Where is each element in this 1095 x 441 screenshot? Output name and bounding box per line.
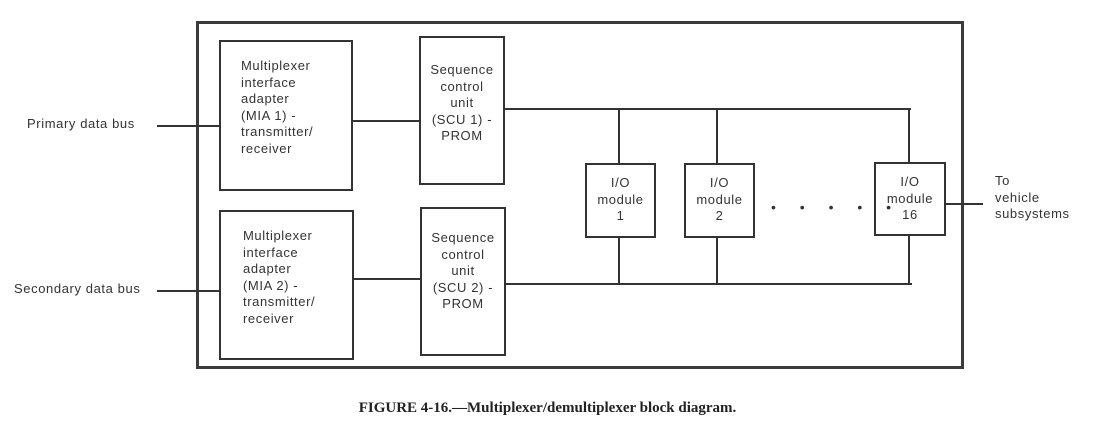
io16-upper-drop bbox=[908, 108, 910, 163]
mia2-label: Multiplexer interface adapter (MIA 2) - … bbox=[243, 228, 316, 326]
io16-lower-drop bbox=[908, 235, 910, 284]
mux-demux-enclosure bbox=[196, 21, 964, 369]
io-module-2-block bbox=[684, 163, 755, 238]
primary-bus-line bbox=[157, 125, 221, 127]
mia2-block bbox=[219, 210, 354, 360]
scu2-lower-bus bbox=[506, 283, 912, 285]
figure-caption: FIGURE 4-16.—Multiplexer/demultiplexer b… bbox=[358, 400, 737, 416]
io-module-2-label: I/O module 2 bbox=[696, 175, 743, 223]
secondary-data-bus-label: Secondary data bus bbox=[14, 281, 141, 296]
secondary-bus-line bbox=[157, 290, 221, 292]
scu1-label: Sequence control unit (SCU 1) - PROM bbox=[430, 62, 494, 143]
vehicle-subsystems-label: To vehicle subsystems bbox=[995, 173, 1070, 221]
io1-lower-drop bbox=[618, 237, 620, 284]
scu2-label: Sequence control unit (SCU 2) - PROM bbox=[431, 230, 495, 311]
mia1-block bbox=[219, 40, 353, 191]
primary-data-bus-label: Primary data bus bbox=[27, 116, 135, 131]
io-module-16-block bbox=[874, 162, 946, 236]
io2-lower-drop bbox=[716, 237, 718, 284]
io2-upper-drop bbox=[716, 108, 718, 164]
io-module-1-block bbox=[585, 163, 656, 238]
scu1-upper-bus bbox=[505, 108, 911, 110]
io-module-1-label: I/O module 1 bbox=[597, 175, 644, 223]
io1-upper-drop bbox=[618, 108, 620, 164]
io-modules-ellipsis: • • • • • bbox=[771, 199, 902, 215]
mia2-scu2-link bbox=[354, 278, 421, 280]
io-module-16-label: I/O module 16 bbox=[886, 174, 934, 222]
scu2-block bbox=[420, 207, 506, 356]
mia1-scu1-link bbox=[353, 120, 421, 122]
vehicle-subsystems-line bbox=[940, 203, 983, 205]
mia1-label: Multiplexer interface adapter (MIA 1) - … bbox=[241, 58, 314, 156]
scu1-block bbox=[419, 36, 505, 185]
